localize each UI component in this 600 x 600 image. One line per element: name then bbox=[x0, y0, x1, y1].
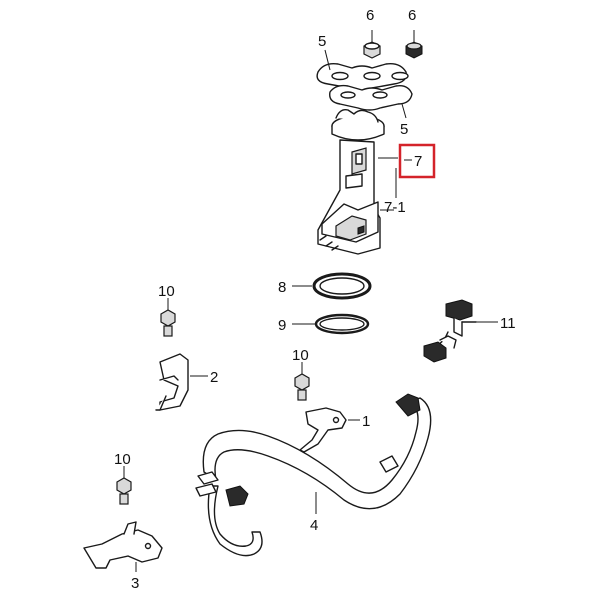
fuel-pump-module bbox=[317, 108, 385, 255]
callout-10-b: 10 bbox=[292, 347, 309, 364]
callout-10-a: 10 bbox=[158, 283, 175, 300]
callout-3: 3 bbox=[131, 575, 139, 592]
bolt-b bbox=[294, 362, 310, 401]
bolt-c bbox=[116, 466, 132, 505]
callout-7: 7 bbox=[414, 153, 422, 170]
bracket-2 bbox=[155, 353, 208, 411]
callout-5-top: 5 bbox=[318, 33, 326, 50]
callout-10-c: 10 bbox=[114, 451, 131, 468]
callout-11: 11 bbox=[500, 315, 516, 332]
sender-unit-11 bbox=[423, 299, 498, 363]
callout-6-right: 6 bbox=[408, 7, 416, 24]
clip-bracket-1 bbox=[299, 407, 360, 453]
seal-ring-8 bbox=[292, 272, 372, 300]
callout-9: 9 bbox=[278, 317, 286, 334]
callout-5-bottom: 5 bbox=[400, 121, 408, 138]
gasket-upper bbox=[316, 49, 409, 92]
bracket-3 bbox=[83, 521, 163, 572]
nut-right bbox=[405, 30, 423, 59]
seal-ring-9 bbox=[292, 313, 370, 335]
callout-7-leaders bbox=[378, 157, 398, 211]
callout-6-left: 6 bbox=[366, 7, 374, 24]
bolt-a bbox=[160, 298, 176, 337]
callout-2: 2 bbox=[210, 369, 218, 386]
gasket-lower bbox=[329, 84, 413, 119]
callout-7-1: 7-1 bbox=[384, 199, 406, 216]
fuel-hose-4 bbox=[195, 393, 432, 557]
callout-1: 1 bbox=[362, 413, 370, 430]
callout-4: 4 bbox=[310, 517, 318, 534]
nut-left bbox=[363, 30, 381, 59]
highlight-box-7 bbox=[398, 143, 436, 179]
callout-8: 8 bbox=[278, 279, 286, 296]
